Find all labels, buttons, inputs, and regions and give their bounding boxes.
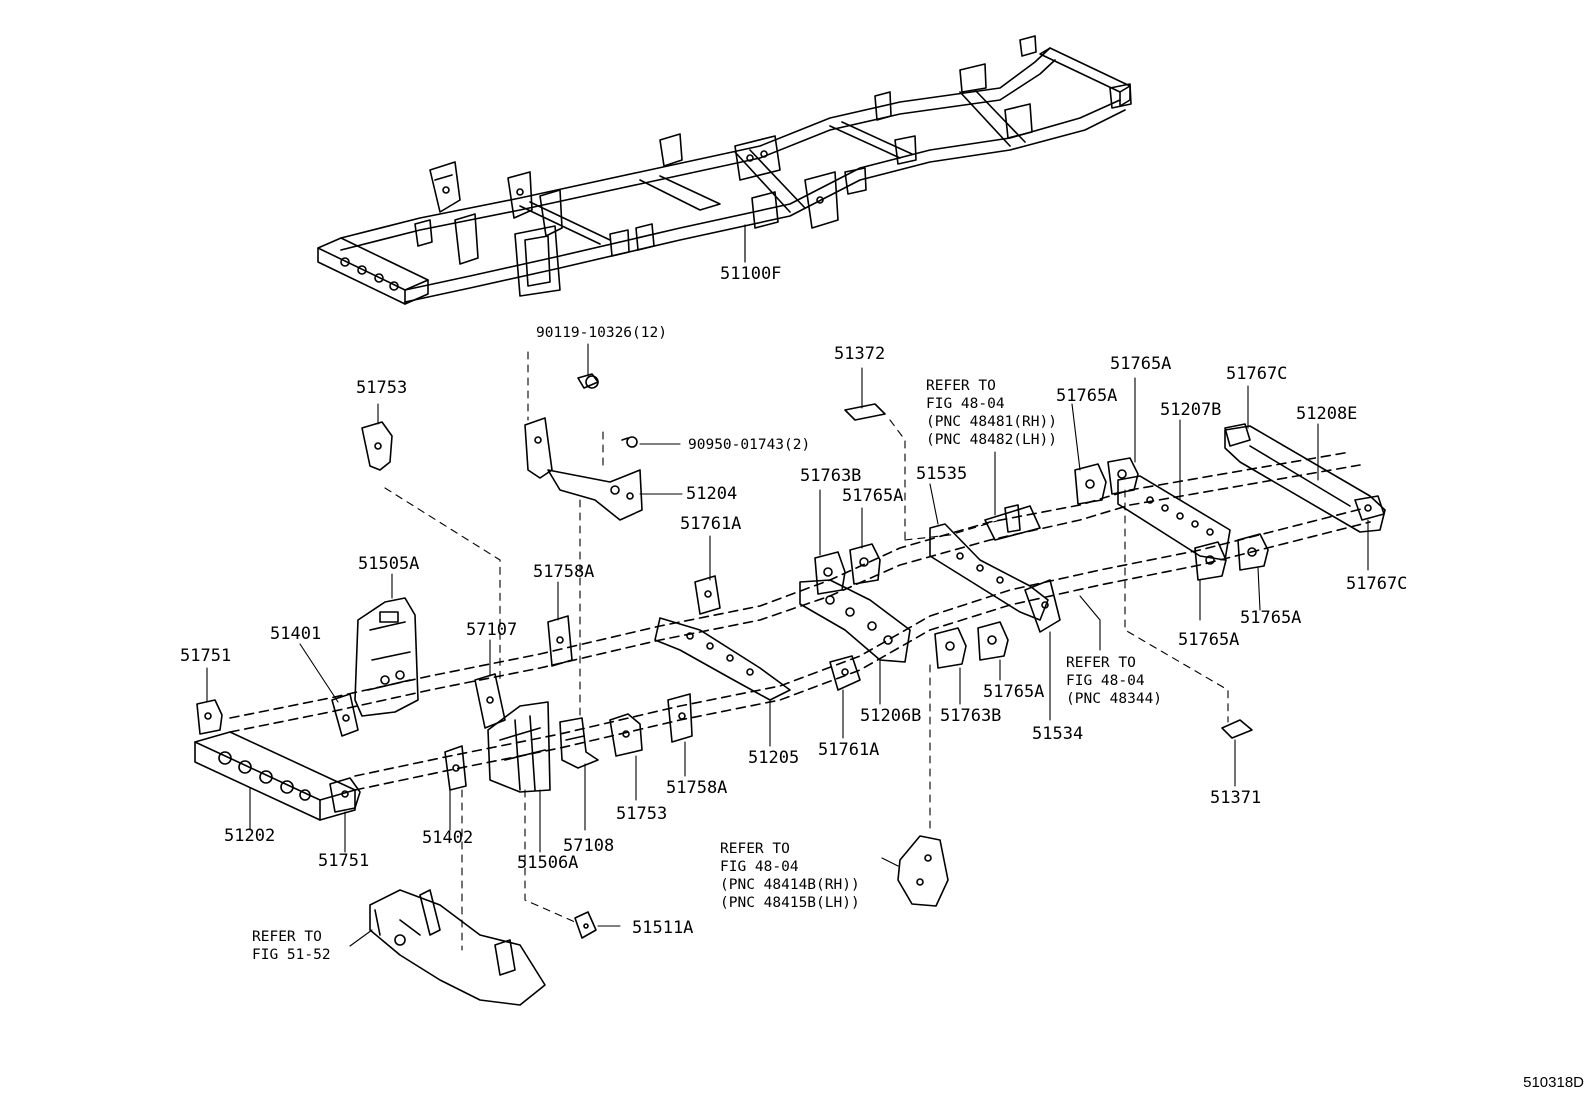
- label-51401[interactable]: 51401: [270, 624, 322, 644]
- label-90119-10326[interactable]: 90119-10326(12): [536, 325, 667, 341]
- label-51753-bottom[interactable]: 51753: [616, 804, 668, 824]
- note-refer-48481: REFER TO FIG 48-04 (PNC 48481(RH)) (PNC …: [926, 378, 1057, 448]
- label-51505A[interactable]: 51505A: [358, 554, 420, 574]
- label-51758A-bottom[interactable]: 51758A: [666, 778, 728, 798]
- label-51506A[interactable]: 51506A: [517, 853, 579, 873]
- exploded-frame: [194, 373, 1386, 1006]
- label-51751-bottom[interactable]: 51751: [318, 851, 370, 871]
- label-51767C-right[interactable]: 51767C: [1346, 574, 1408, 594]
- leader-lines: [206, 343, 1369, 947]
- projection-lines: [384, 351, 1229, 951]
- note-refer-48344: REFER TO FIG 48-04 (PNC 48344): [1066, 655, 1163, 707]
- label-51207B[interactable]: 51207B: [1160, 400, 1222, 420]
- label-57107[interactable]: 57107: [466, 620, 518, 640]
- label-57108[interactable]: 57108: [563, 836, 615, 856]
- label-51761A-top[interactable]: 51761A: [680, 514, 742, 534]
- label-51765A-mid[interactable]: 51765A: [842, 486, 904, 506]
- note-refer-51-52: REFER TO FIG 51-52: [252, 929, 331, 963]
- label-51535[interactable]: 51535: [916, 464, 968, 484]
- label-51511A[interactable]: 51511A: [632, 918, 694, 938]
- label-51765A-right1[interactable]: 51765A: [1178, 630, 1240, 650]
- label-51767C-top[interactable]: 51767C: [1226, 364, 1288, 384]
- label-51765A-top[interactable]: 51765A: [1056, 386, 1118, 406]
- label-51402[interactable]: 51402: [422, 828, 474, 848]
- label-51202[interactable]: 51202: [224, 826, 276, 846]
- label-51763B-top[interactable]: 51763B: [800, 466, 862, 486]
- label-51765A-top2[interactable]: 51765A: [1110, 354, 1172, 374]
- label-90950-01743[interactable]: 90950-01743(2): [688, 437, 811, 453]
- label-51205[interactable]: 51205: [748, 748, 800, 768]
- label-51204[interactable]: 51204: [686, 484, 738, 504]
- note-refer-48414: REFER TO FIG 48-04 (PNC 48414B(RH)) (PNC…: [720, 841, 860, 911]
- label-51761A-bottom[interactable]: 51761A: [818, 740, 880, 760]
- assembled-frame: [317, 35, 1132, 305]
- label-51751-left[interactable]: 51751: [180, 646, 232, 666]
- label-51534[interactable]: 51534: [1032, 724, 1084, 744]
- label-51372[interactable]: 51372: [834, 344, 886, 364]
- label-51753-top[interactable]: 51753: [356, 378, 408, 398]
- label-51206B[interactable]: 51206B: [860, 706, 922, 726]
- label-51208E[interactable]: 51208E: [1296, 404, 1358, 424]
- figure-id: 510318D: [1523, 1074, 1584, 1091]
- label-51765A-bottom[interactable]: 51765A: [983, 682, 1045, 702]
- label-51758A-top[interactable]: 51758A: [533, 562, 595, 582]
- label-51100F[interactable]: 51100F: [720, 264, 782, 284]
- label-51765A-right2[interactable]: 51765A: [1240, 608, 1302, 628]
- label-51763B-bottom[interactable]: 51763B: [940, 706, 1002, 726]
- label-51371[interactable]: 51371: [1210, 788, 1262, 808]
